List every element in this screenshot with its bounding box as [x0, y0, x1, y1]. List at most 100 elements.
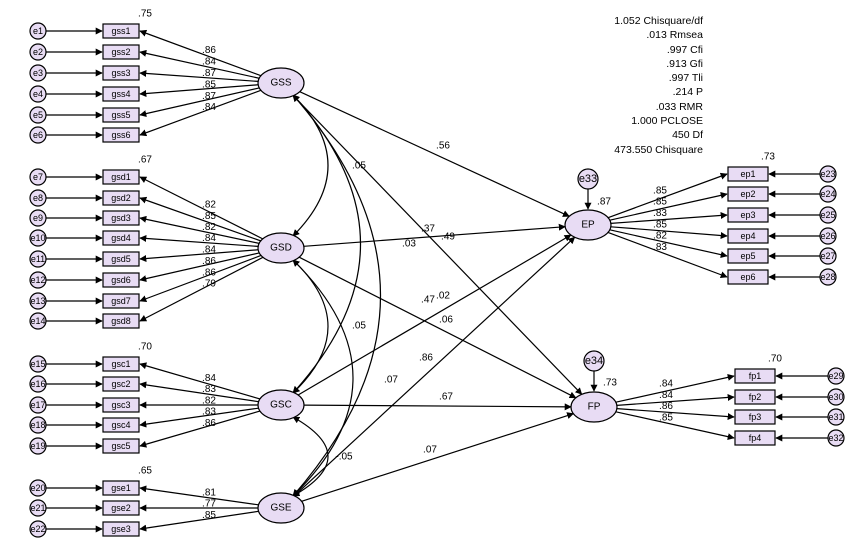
loading-arrow	[139, 256, 264, 322]
indicator-gss6	[102, 127, 140, 143]
error-label: e27	[820, 251, 835, 261]
error-term	[29, 375, 47, 393]
error-label: e30	[828, 392, 843, 402]
indicator-label: ep3	[740, 210, 755, 220]
error-term	[819, 247, 837, 265]
error-label: e1	[33, 26, 43, 36]
error-label: e19	[30, 441, 45, 451]
covariance-label: -.05	[335, 452, 353, 463]
error-label: e26	[820, 231, 835, 241]
path-label: .49	[441, 232, 455, 243]
error-label: e24	[820, 189, 835, 199]
covariance-label: .05	[352, 161, 366, 172]
fit-stat-line: 1.000 PCLOSE	[631, 115, 703, 128]
loading-arrow	[139, 254, 262, 303]
indicator-fp3	[734, 409, 776, 425]
indicator-gss4	[102, 86, 140, 102]
error-label: e10	[30, 233, 45, 243]
error-term	[819, 206, 837, 224]
indicator-gss1	[102, 23, 140, 39]
error-term	[827, 408, 845, 426]
error-term	[29, 43, 47, 61]
indicator-gse3	[102, 521, 140, 537]
loading-label: .77	[202, 499, 216, 510]
error-label: e13	[30, 296, 45, 306]
indicator-label: gsd8	[111, 316, 131, 326]
loading-arrow	[615, 373, 735, 403]
covariance-label: .05	[352, 321, 366, 332]
indicator-fp4	[734, 430, 776, 446]
indicator-gsd3	[102, 210, 140, 226]
loading-arrow	[139, 362, 261, 400]
fit-stat-line: .913 Gfi	[666, 57, 703, 70]
path-label: .06	[439, 315, 453, 326]
covariance-gsd-gse	[292, 259, 354, 497]
error-term	[29, 396, 47, 414]
indicator-label: gse3	[111, 524, 131, 534]
fit-stat-line: .214 P	[672, 86, 703, 99]
path-gsd-ep	[303, 223, 566, 247]
loading-label: .86	[202, 418, 216, 429]
loading-arrow	[610, 226, 728, 239]
indicator-gsd8	[102, 313, 140, 329]
covariance-gss-gse	[292, 94, 381, 497]
fit-stat-line: .997 Cfi	[666, 43, 703, 56]
fit-stat-line: .997 Tli	[668, 72, 703, 85]
indicator-label: gsc5	[111, 441, 130, 451]
loading-arrow	[139, 215, 260, 244]
loading-arrow	[139, 49, 260, 79]
disturbance-label: e34	[585, 355, 603, 367]
loading-arrow	[139, 252, 260, 283]
error-label: e4	[33, 89, 43, 99]
latent-ep	[564, 209, 612, 241]
indicator-label: gss4	[111, 89, 130, 99]
error-term	[827, 367, 845, 385]
latent-gsc	[257, 389, 305, 421]
error-term	[29, 209, 47, 227]
latent-label: GSS	[270, 78, 291, 89]
indicator-gsd2	[102, 190, 140, 206]
indicator-fp1	[734, 368, 776, 384]
fit-stat-line: .013 Rmsea	[646, 29, 703, 42]
indicator-label: ep6	[740, 272, 755, 282]
error-label: e17	[30, 400, 45, 410]
indicator-label: gsd2	[111, 193, 131, 203]
loading-label: .85	[202, 211, 216, 222]
loading-arrow	[609, 191, 728, 221]
fit-stat-line: 1.052 Chisquare/df	[614, 15, 703, 27]
fit-statistics: 1.052 Chisquare/df .013 Rmsea .997 Cfi .…	[560, 14, 703, 157]
error-term	[29, 479, 47, 497]
loading-label: .86	[202, 256, 216, 267]
indicator-label: gsc1	[111, 359, 130, 369]
loading-label: .83	[653, 208, 667, 219]
fit-stat-line: 450 Df	[672, 129, 703, 142]
loading-arrow	[139, 87, 260, 118]
indicator-gse1	[102, 480, 140, 496]
indicator-gss3	[102, 65, 140, 81]
error-term	[819, 165, 837, 183]
path-label: .56	[436, 141, 450, 152]
loading-arrow	[607, 231, 728, 279]
fit-stat-line: .033 RMR	[655, 100, 703, 113]
fit-stat-line: 473.550 Chisquare	[614, 143, 703, 156]
indicator-label: gss3	[111, 68, 130, 78]
indicator-ep5	[727, 248, 769, 264]
error-label: e3	[33, 68, 43, 78]
error-term	[29, 22, 47, 40]
latent-label: GSD	[270, 243, 292, 254]
error-term	[29, 126, 47, 144]
indicator-r2: .70	[768, 354, 782, 365]
indicator-gsd1	[102, 169, 140, 185]
indicator-label: fp4	[749, 433, 762, 443]
indicator-label: ep5	[740, 251, 755, 261]
error-term	[29, 499, 47, 517]
indicator-r2: .73	[761, 152, 775, 163]
indicator-label: gss5	[111, 110, 130, 120]
error-label: e12	[30, 275, 45, 285]
indicator-label: gse2	[111, 503, 131, 513]
indicator-r2: .65	[138, 466, 152, 477]
error-label: e16	[30, 379, 45, 389]
indicator-ep4	[727, 228, 769, 244]
loading-arrow	[139, 485, 259, 506]
error-term	[29, 437, 47, 455]
